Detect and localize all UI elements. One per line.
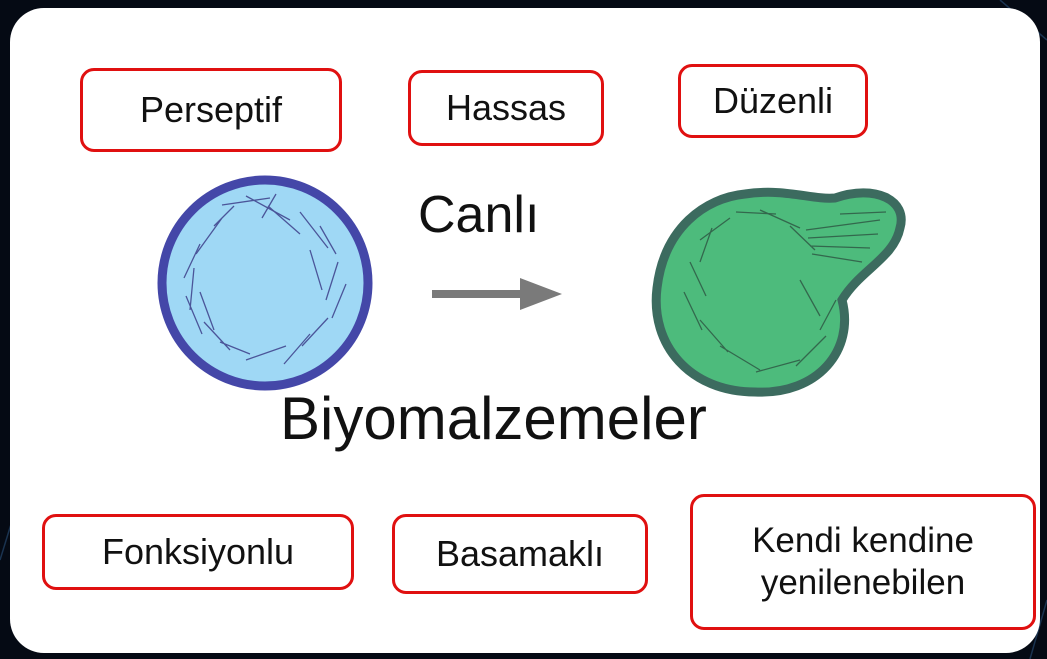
green-cell [656,192,901,392]
arrow-right-icon [432,278,562,310]
arrow-label: Canlı [418,185,539,245]
diagram-title: Biyomalzemeler [280,384,707,453]
blue-cell [162,180,368,386]
